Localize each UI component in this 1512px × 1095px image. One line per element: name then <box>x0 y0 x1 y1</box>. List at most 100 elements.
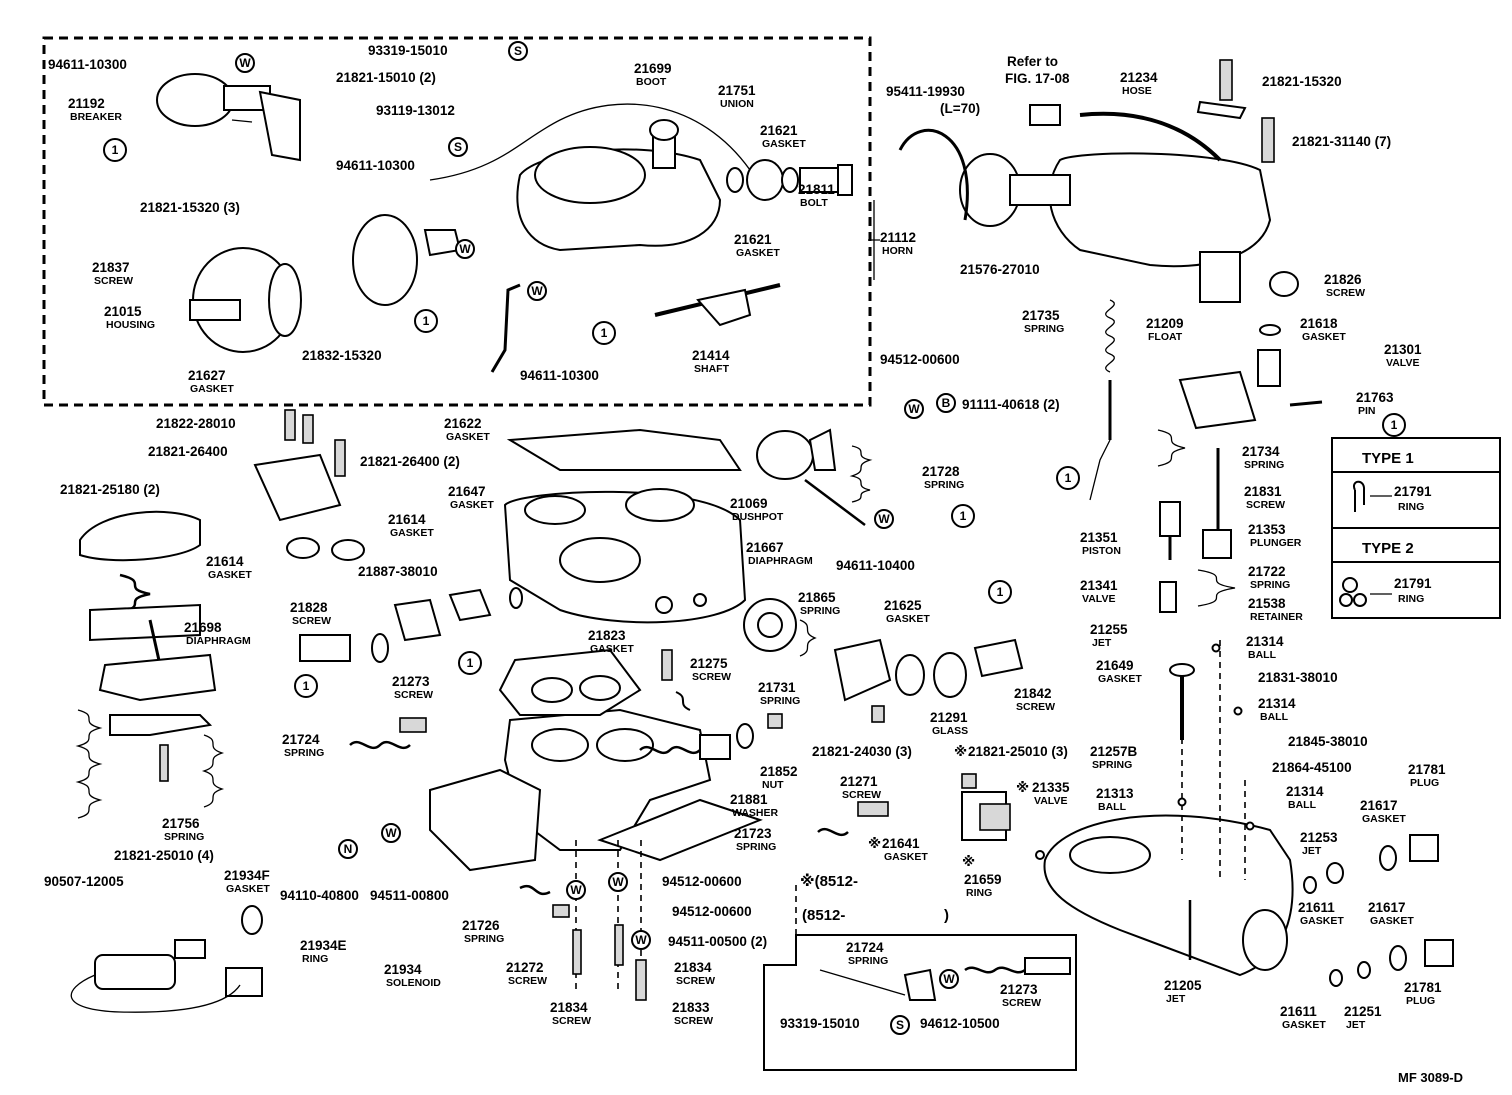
symbol-circle <box>608 872 628 892</box>
part-number-label: 21832-15320 <box>302 348 382 363</box>
inset-parts <box>819 957 1071 1001</box>
plugs-right <box>1303 834 1454 987</box>
part-name-label: RING <box>302 953 328 965</box>
legend-type2-number: 21791 <box>1394 576 1432 591</box>
part-number-label: 21192 <box>68 96 105 111</box>
part-number-label: 21821-15010 (2) <box>336 70 436 85</box>
left-diaphragm-assy <box>75 510 225 819</box>
symbol-letter: W <box>908 402 920 416</box>
part-number-label: 21649 <box>1096 658 1134 673</box>
symbol-letter: 1 <box>1391 418 1398 432</box>
symbol-letter: W <box>385 826 397 840</box>
balls <box>1035 643 1255 860</box>
symbol-letter: S <box>896 1018 904 1032</box>
symbol-circle <box>103 138 127 162</box>
part-number-label: 21726 <box>462 918 500 933</box>
middle-lower-parts <box>519 649 977 1001</box>
part-number-label: 21069 <box>730 496 768 511</box>
part-number-label: 21314 <box>1258 696 1296 711</box>
part-number-label: 21353 <box>1248 522 1286 537</box>
part-name-label: NUT <box>762 779 784 791</box>
part-number-label: 21751 <box>718 83 756 98</box>
part-name-label: SCREW <box>292 615 331 627</box>
part-number-label: 21351 <box>1080 530 1118 545</box>
part-number-label: (L=70) <box>940 101 980 116</box>
part-name-label: GASKET <box>226 883 270 895</box>
part-number-label: 21934E <box>300 938 347 953</box>
part-name-label: JET <box>1092 637 1112 649</box>
part-name-label: GASKET <box>1362 813 1406 825</box>
symbol-circle <box>235 53 255 73</box>
part-name-label: GASKET <box>1300 915 1344 927</box>
symbol-letter: 1 <box>1065 471 1072 485</box>
circled-symbol-icon: W <box>527 281 547 301</box>
circled-symbol-icon: 1 <box>458 651 482 675</box>
circled-symbol-icon: N <box>338 839 358 859</box>
symbol-circle <box>874 509 894 529</box>
legend-type1-title: TYPE 1 <box>1362 450 1414 467</box>
symbol-letter: W <box>612 875 624 889</box>
part-number-label: 21622 <box>444 416 482 431</box>
symbol-circle <box>414 309 438 333</box>
part-number-label: 94512-00600 <box>662 874 742 889</box>
part-name-label: SPRING <box>924 479 964 491</box>
breaker-assembly <box>156 73 301 162</box>
float-valve-group <box>1178 271 1323 430</box>
part-name-label: DUSHPOT <box>732 511 784 523</box>
part-name-label: SPRING <box>760 695 800 707</box>
symbol-letter: 1 <box>601 326 608 340</box>
part-number-label: 94611-10300 <box>48 57 127 72</box>
part-name-label: BOOT <box>636 76 667 88</box>
part-name-label: WASHER <box>732 807 779 819</box>
part-number-label: 94511-00800 <box>370 888 449 903</box>
part-number-label: 21209 <box>1146 316 1184 331</box>
symbol-letter: W <box>531 284 543 298</box>
part-name-label: SCREW <box>1246 499 1285 511</box>
part-name-label: VALVE <box>1082 593 1115 605</box>
symbol-letter: W <box>570 883 582 897</box>
symbol-circle <box>1056 466 1080 490</box>
link-rod <box>490 283 521 373</box>
part-number-label: 21728 <box>922 464 960 479</box>
part-number-label: 95411-19930 <box>886 84 965 99</box>
part-number-label: 21735 <box>1022 308 1060 323</box>
part-name-label: SCREW <box>508 975 547 987</box>
part-number-label: 21934 <box>384 962 422 977</box>
part-name-label: RING <box>966 887 992 899</box>
part-number-label: 21271 <box>840 774 878 789</box>
part-number-label: 21811 <box>798 182 835 197</box>
part-name-label: SPRING <box>1092 759 1132 771</box>
solenoid-21934 <box>70 905 263 1013</box>
throttle-opener <box>352 214 462 306</box>
part-name-label: GASKET <box>1302 331 1346 343</box>
part-number-label: 21722 <box>1248 564 1286 579</box>
circled-symbol-icon: W <box>455 239 475 259</box>
part-name-label: SPRING <box>1024 323 1064 335</box>
circled-symbol-icon: 1 <box>294 674 318 698</box>
part-name-label: SCREW <box>674 1015 713 1027</box>
symbol-circle <box>448 137 468 157</box>
symbol-letter: W <box>943 972 955 986</box>
part-name-label: SCREW <box>676 975 715 987</box>
part-number-label: 21821-15320 (3) <box>140 200 240 215</box>
circled-symbol-icon: 1 <box>1056 466 1080 490</box>
part-name-label: HOUSING <box>106 319 155 331</box>
part-name-label: SCREW <box>692 671 731 683</box>
part-name-label: SCREW <box>1002 997 1041 1009</box>
part-name-label: SPRING <box>464 933 504 945</box>
symbol-letter: 1 <box>303 679 310 693</box>
part-name-label: GASKET <box>590 643 634 655</box>
part-name-label: GLASS <box>932 725 968 737</box>
part-number-label: 21627 <box>188 368 226 383</box>
part-number-label: 21834 <box>550 1000 588 1015</box>
part-number-label: 21273 <box>392 674 430 689</box>
part-number-label: 21015 <box>104 304 142 319</box>
symbol-circle <box>631 930 651 950</box>
symbol-circle <box>939 969 959 989</box>
group-boundary <box>42 36 872 407</box>
part-number-label: FIG. 17-08 <box>1005 71 1070 86</box>
